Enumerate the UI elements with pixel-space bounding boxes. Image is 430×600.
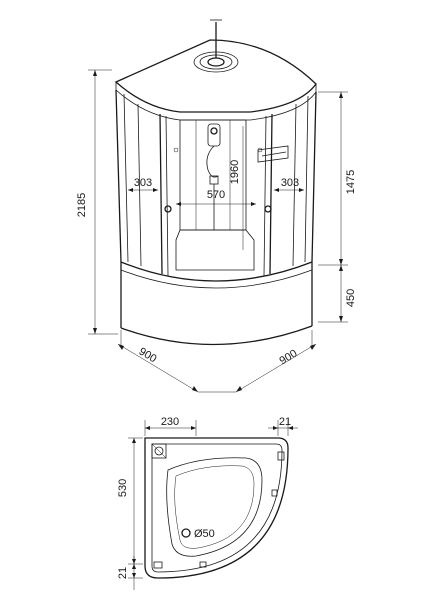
plan-outer-outline bbox=[144, 437, 289, 579]
front-width-label: 570 bbox=[207, 189, 225, 201]
overhead-shower-icon bbox=[193, 19, 239, 73]
plan-width-label: 230 bbox=[161, 416, 179, 428]
plan-inner-basin bbox=[166, 457, 263, 557]
corner-fitting-icon bbox=[151, 443, 167, 459]
roof-lower-rim bbox=[115, 82, 317, 121]
right-handle bbox=[264, 205, 272, 213]
total-height-label: 2185 bbox=[76, 193, 88, 217]
elevation-view bbox=[88, 19, 348, 393]
inner-height-label: 1960 bbox=[229, 160, 241, 184]
plan-right-clip bbox=[277, 451, 285, 461]
left-side-label: 303 bbox=[134, 177, 152, 189]
tray-seat bbox=[175, 229, 255, 271]
plan-margin-bottom-label: 21 bbox=[117, 567, 129, 579]
right-side-label: 303 bbox=[281, 177, 299, 189]
plan-depth-label: 530 bbox=[117, 479, 129, 497]
plan-margin-right-label: 21 bbox=[279, 416, 291, 428]
tray-height-label: 450 bbox=[345, 289, 357, 307]
roof-outline bbox=[114, 39, 317, 113]
hand-shower-icon bbox=[206, 123, 221, 230]
drain-icon bbox=[181, 528, 191, 538]
plan-bottom-clip bbox=[153, 561, 163, 569]
shelf-icon bbox=[257, 145, 289, 163]
depth-left-label: 900 bbox=[137, 346, 159, 366]
drain-label: Ø50 bbox=[194, 528, 215, 540]
right-frame-outer bbox=[311, 91, 317, 263]
depth-right-label: 900 bbox=[277, 348, 299, 368]
tray-bottom bbox=[120, 325, 313, 346]
tray-base-top bbox=[120, 261, 313, 282]
left-handle bbox=[164, 205, 172, 213]
upper-height-label: 1475 bbox=[345, 170, 357, 194]
plan-view bbox=[128, 420, 298, 590]
left-frame-outer bbox=[115, 89, 122, 263]
